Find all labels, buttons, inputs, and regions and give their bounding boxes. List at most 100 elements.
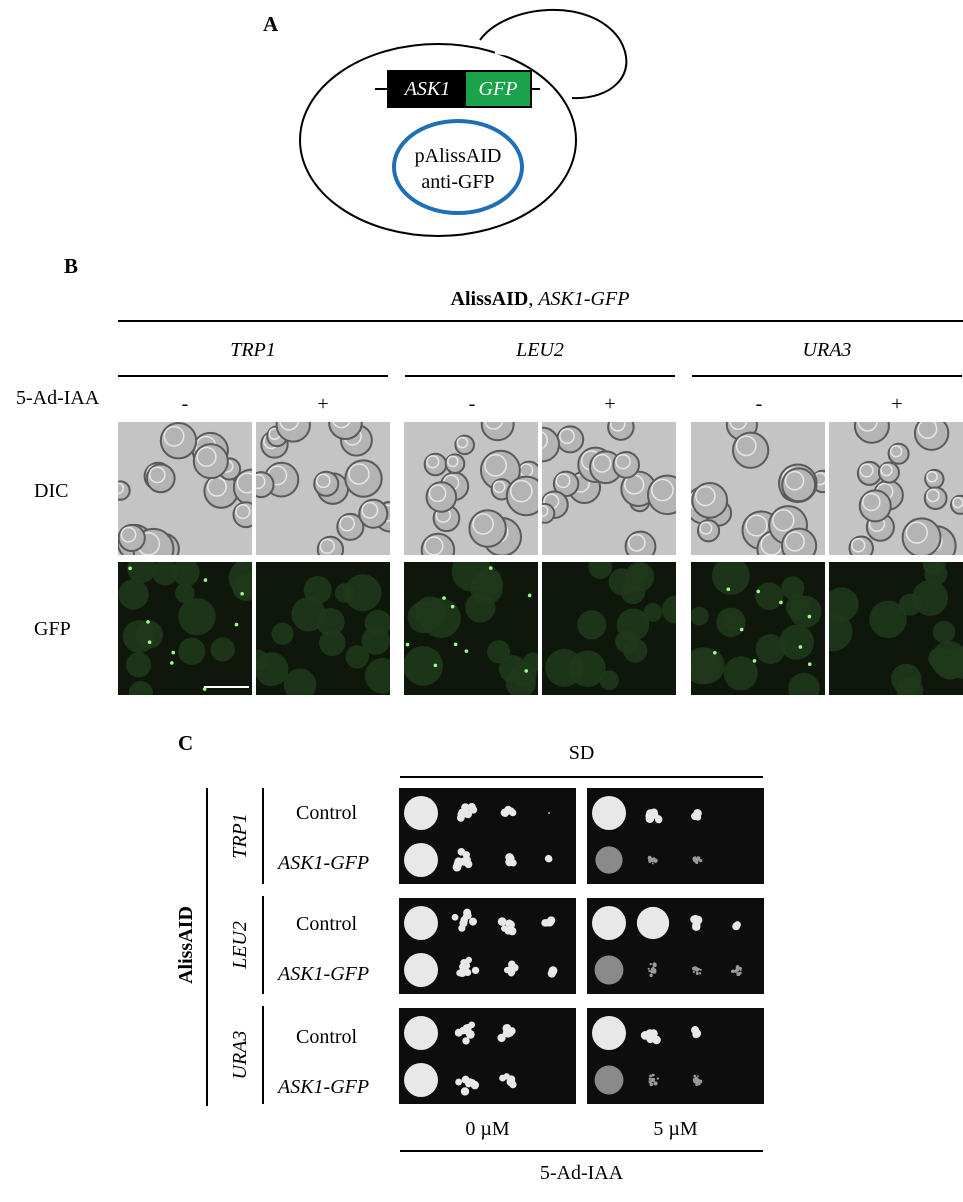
ura3-plus: + (891, 393, 903, 415)
cell-highlight (862, 492, 881, 512)
cell (192, 443, 229, 480)
cell (901, 517, 942, 555)
cell-highlight (857, 422, 878, 432)
cell-highlight (428, 484, 447, 503)
cell-highlight (446, 455, 459, 468)
cell (661, 595, 676, 624)
trp1-minus: - (181, 393, 189, 415)
colony (463, 1023, 472, 1033)
cell (275, 422, 311, 443)
micrograph-cells (691, 422, 825, 555)
row-label-leu2-control: Control (296, 913, 358, 935)
cell-highlight (699, 521, 713, 535)
dic-image-ura3-plus (829, 422, 963, 555)
gfp-focus (756, 589, 761, 594)
colony-spot (636, 906, 670, 940)
gfp-image-trp1-plus (256, 562, 390, 695)
colony (649, 1074, 653, 1078)
cell-highlight (456, 436, 469, 449)
cell (781, 467, 817, 503)
cell (420, 598, 461, 638)
cell (454, 434, 475, 456)
marker-label-ura3: URA3 (229, 1030, 251, 1080)
spot-assay (592, 796, 703, 874)
colony (649, 973, 653, 978)
cell-highlight (492, 480, 506, 494)
gene-box: ASK1 GFP (387, 70, 532, 108)
cell-highlight (315, 473, 331, 489)
colony (456, 814, 465, 822)
cell (127, 562, 156, 584)
treatment-label-c: 5-Ad-IAA (539, 1162, 624, 1184)
micrograph-cells (829, 562, 963, 695)
ura3-minus: - (755, 393, 763, 415)
medium-rule (400, 776, 763, 778)
colony (648, 1077, 652, 1081)
colony-spot (594, 1065, 624, 1095)
concentration-label-5: 5 µM (653, 1118, 698, 1140)
cell-highlight (926, 488, 940, 503)
gfp-focus (524, 669, 529, 673)
ask1-segment-label: ASK1 (404, 77, 451, 100)
cell (420, 532, 456, 555)
micrograph-cells (691, 562, 822, 695)
cell (691, 647, 721, 685)
plate-trp1-0uM (399, 788, 576, 884)
colony (697, 1075, 699, 1078)
dic-image-trp1-plus (256, 422, 390, 555)
colony-spot (404, 1063, 438, 1097)
trp1-plus: + (317, 393, 329, 415)
colony (650, 1077, 655, 1082)
colony (694, 966, 699, 971)
cell-highlight (859, 463, 874, 478)
medium-label: SD (568, 742, 595, 764)
gfp-image-ura3-plus (829, 562, 963, 695)
colony (651, 967, 655, 971)
group-header-ura3: URA3 (802, 339, 852, 361)
cell (271, 622, 294, 645)
cell (444, 453, 466, 474)
gfp-focus (807, 662, 812, 666)
colony (735, 965, 740, 969)
gfp-focus (450, 604, 455, 609)
colony (652, 962, 657, 967)
gfp-focus (798, 645, 803, 649)
panel-b-title-strain: AlissAID (450, 288, 529, 310)
colony (735, 970, 738, 973)
gfp-focus (752, 659, 757, 663)
cell-highlight (163, 425, 185, 447)
colony-spot (404, 843, 438, 877)
gfp-image-ura3-minus (691, 562, 825, 695)
cell (118, 480, 131, 501)
cell (829, 612, 853, 652)
cell-highlight (609, 422, 626, 432)
gfp-focus (453, 642, 458, 647)
gfp-focus (489, 566, 493, 570)
cell (788, 672, 820, 695)
colony (693, 1074, 697, 1078)
group-rule-trp1 (118, 375, 388, 377)
panel-a-letter: A (263, 12, 279, 36)
spot-assay (592, 906, 743, 985)
row-label-gfp: GFP (34, 618, 71, 640)
dic-image-trp1-minus (118, 422, 252, 555)
gfp-focus (146, 620, 150, 624)
cell-highlight (235, 503, 251, 520)
colony (652, 1035, 661, 1045)
colony (541, 919, 549, 927)
gfp-focus (128, 566, 132, 571)
row-label-ura3-control: Control (296, 1026, 358, 1048)
micrograph-cells (256, 574, 390, 695)
cell (256, 652, 289, 687)
cell (404, 645, 443, 686)
cell (174, 583, 195, 604)
micrograph-cells (420, 422, 538, 555)
cell-highlight (627, 533, 646, 552)
cell (912, 580, 949, 616)
gfp-focus (739, 627, 744, 632)
micrograph-cells (542, 422, 676, 555)
gfp-focus (171, 650, 176, 655)
gfp-image-leu2-plus (542, 562, 676, 695)
cell (616, 608, 650, 642)
gfp-image-leu2-minus (404, 562, 538, 695)
